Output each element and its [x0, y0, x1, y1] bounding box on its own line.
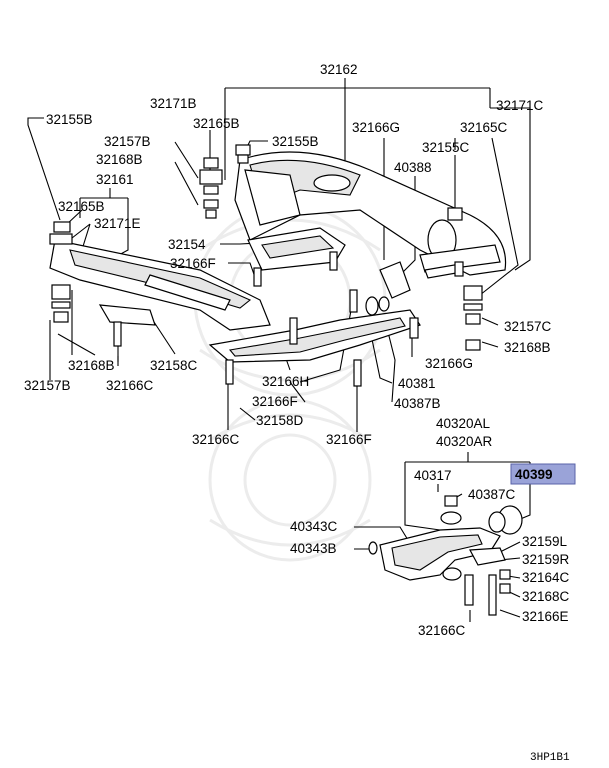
label-40399: 40399 [515, 467, 553, 482]
label-32171C: 32171C [496, 98, 544, 113]
label-32166F-c: 32166F [326, 432, 372, 447]
label-32155B-mid: 32155B [272, 134, 319, 149]
label-32166C-a: 32166C [106, 378, 154, 393]
hardware [49, 144, 483, 387]
label-40387B: 40387B [394, 396, 441, 411]
label-32162: 32162 [320, 62, 358, 77]
label-32158D: 32158D [256, 413, 304, 428]
label-32161: 32161 [96, 172, 134, 187]
label-32168B-left: 32168B [68, 358, 115, 373]
rear-crossmember [234, 151, 507, 276]
label-32166G-top: 32166G [352, 120, 400, 135]
label-40388: 40388 [394, 160, 432, 175]
label-40320AR: 40320AR [436, 434, 493, 449]
label-32165C: 32165C [460, 120, 508, 135]
label-32166F-a: 32166F [170, 256, 216, 271]
diagram-code: 3HP1B1 [530, 752, 570, 764]
label-32165B-left: 32165B [58, 199, 105, 214]
label-32155B-top: 32155B [46, 112, 93, 127]
label-40343C: 40343C [290, 519, 338, 534]
label-32166F-b: 32166F [252, 394, 298, 409]
label-32159R: 32159R [522, 552, 570, 567]
label-32157C: 32157C [504, 319, 552, 334]
label-32171B: 32171B [150, 96, 197, 111]
label-40317: 40317 [414, 468, 452, 483]
label-32155C: 32155C [422, 140, 470, 155]
lower-brace-32158 [98, 304, 421, 363]
label-40343B: 40343B [290, 541, 337, 556]
label-32164C: 32164C [522, 570, 570, 585]
label-40381: 40381 [398, 376, 436, 391]
label-32171E: 32171E [94, 216, 141, 231]
lower-control-arm-40320 [368, 495, 523, 616]
part-labels: 32162 32171B 32171C 32155B 32165B 32157B… [24, 62, 570, 638]
label-32158C: 32158C [150, 358, 198, 373]
label-40387C: 40387C [468, 487, 516, 502]
label-32154: 32154 [168, 237, 206, 252]
label-32166C-c: 32166C [418, 623, 466, 638]
label-32165B-top: 32165B [193, 116, 240, 131]
label-32168C: 32168C [522, 589, 570, 604]
label-32168B-right: 32168B [504, 340, 551, 355]
label-32166E: 32166E [522, 609, 569, 624]
bracket-32154 [247, 227, 346, 271]
label-32157B-left: 32157B [24, 378, 71, 393]
label-32168B-top: 32168B [96, 152, 143, 167]
label-32157B-top: 32157B [104, 134, 151, 149]
highlight-box-40399 [510, 463, 576, 485]
label-40320AL: 40320AL [436, 416, 491, 431]
label-32166H: 32166H [262, 374, 309, 389]
front-crossmember-32161 [49, 239, 271, 331]
label-32166C-b: 32166C [192, 432, 240, 447]
label-32166G-right: 32166G [425, 356, 473, 371]
label-32159L: 32159L [522, 534, 568, 549]
